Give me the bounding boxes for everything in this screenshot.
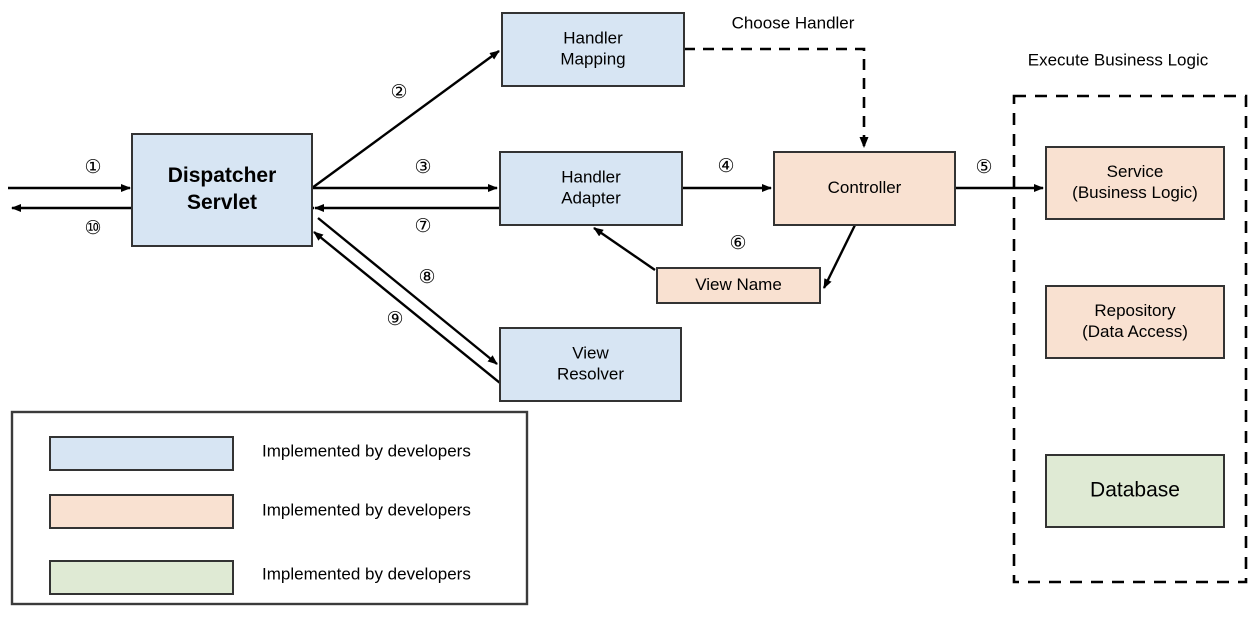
edge-view-resolver-to-dispatcher [313, 231, 501, 384]
step-number-layer: ① ② ③ ④ ⑤ ⑥ ⑦ ⑧⑨ ⑩ [84, 82, 992, 330]
node-label-view-name: View Name [695, 275, 782, 294]
edge-controller-to-view-name [822, 224, 857, 289]
node-box-repository [1045, 285, 1225, 359]
node-layer: DispatcherServletHandlerMappingHandlerAd… [131, 12, 1225, 528]
node-box-view-resolver [499, 327, 682, 402]
node-box-view-name [656, 267, 821, 304]
business-logic-group: Execute Business Logic [1012, 50, 1248, 584]
edge-layer [8, 47, 1044, 384]
node-box-handler-mapping [501, 12, 685, 87]
node-view-name[interactable]: View Name [656, 267, 821, 304]
node-label-view-resolver: View [572, 343, 609, 362]
step-number-7: ⑦ [414, 216, 431, 237]
legend-swatch-legend-green [49, 560, 234, 595]
node-label-controller: Controller [828, 178, 902, 197]
edge-to-handler-mapping [311, 50, 500, 189]
step-number-10: ⑩ [84, 218, 101, 239]
node-label-service: Service [1107, 162, 1164, 181]
step-number-3: ③ [414, 157, 431, 178]
legend-swatch-legend-blue [49, 436, 234, 471]
node-label-handler-mapping: Handler [563, 28, 623, 47]
step-number-2: ② [390, 82, 407, 103]
node-box-dispatcher-servlet [131, 133, 313, 247]
legend-label-legend-green: Implemented by developers [262, 564, 471, 583]
step-number-9: ⑨ [386, 309, 403, 330]
node-label-handler-adapter: Adapter [561, 188, 621, 207]
node-label-dispatcher-servlet: Dispatcher [168, 164, 277, 187]
edge-dispatcher-to-view-resolver [317, 217, 498, 365]
node-label-repository: (Data Access) [1082, 322, 1188, 341]
choose-handler-label: Choose Handler [732, 13, 855, 32]
node-box-database [1045, 454, 1225, 528]
node-label-handler-adapter: Handler [561, 167, 621, 186]
step-number-8: ⑧ [418, 267, 435, 288]
node-label-dispatcher-servlet: Servlet [187, 191, 257, 214]
edge-view-name-to-adapter [593, 227, 656, 271]
step-number-4: ④ [717, 156, 734, 177]
legend-item-legend-peach: Implemented by developers [49, 494, 471, 529]
business-logic-dashed-border [1012, 94, 1248, 584]
node-repository[interactable]: Repository (Data Access) [1045, 285, 1225, 359]
node-label-repository: Repository [1094, 301, 1176, 320]
legend-label-legend-peach: Implemented by developers [262, 500, 471, 519]
node-label-view-resolver: Resolver [557, 364, 624, 383]
step-number-1: ① [84, 157, 101, 178]
step-number-5: ⑤ [975, 157, 992, 178]
node-database[interactable]: Database [1045, 454, 1225, 528]
legend-item-legend-blue: Implemented by developers [49, 436, 471, 471]
legend-swatch-legend-peach [49, 494, 234, 529]
step-number-6: ⑥ [729, 233, 746, 254]
node-label-handler-mapping: Mapping [560, 49, 625, 68]
node-box-service [1045, 146, 1225, 220]
node-label-service: (Business Logic) [1072, 183, 1198, 202]
node-controller[interactable]: Controller [773, 151, 956, 226]
edge-choose-handler [684, 47, 869, 148]
node-box-controller [773, 151, 956, 226]
legend-label-legend-blue: Implemented by developers [262, 441, 471, 460]
business-logic-caption: Execute Business Logic [1028, 50, 1209, 69]
node-label-database: Database [1090, 479, 1180, 502]
legend-item-legend-green: Implemented by developers [49, 560, 471, 595]
node-service[interactable]: Service (Business Logic) [1045, 146, 1225, 220]
node-box-handler-adapter [499, 151, 683, 226]
